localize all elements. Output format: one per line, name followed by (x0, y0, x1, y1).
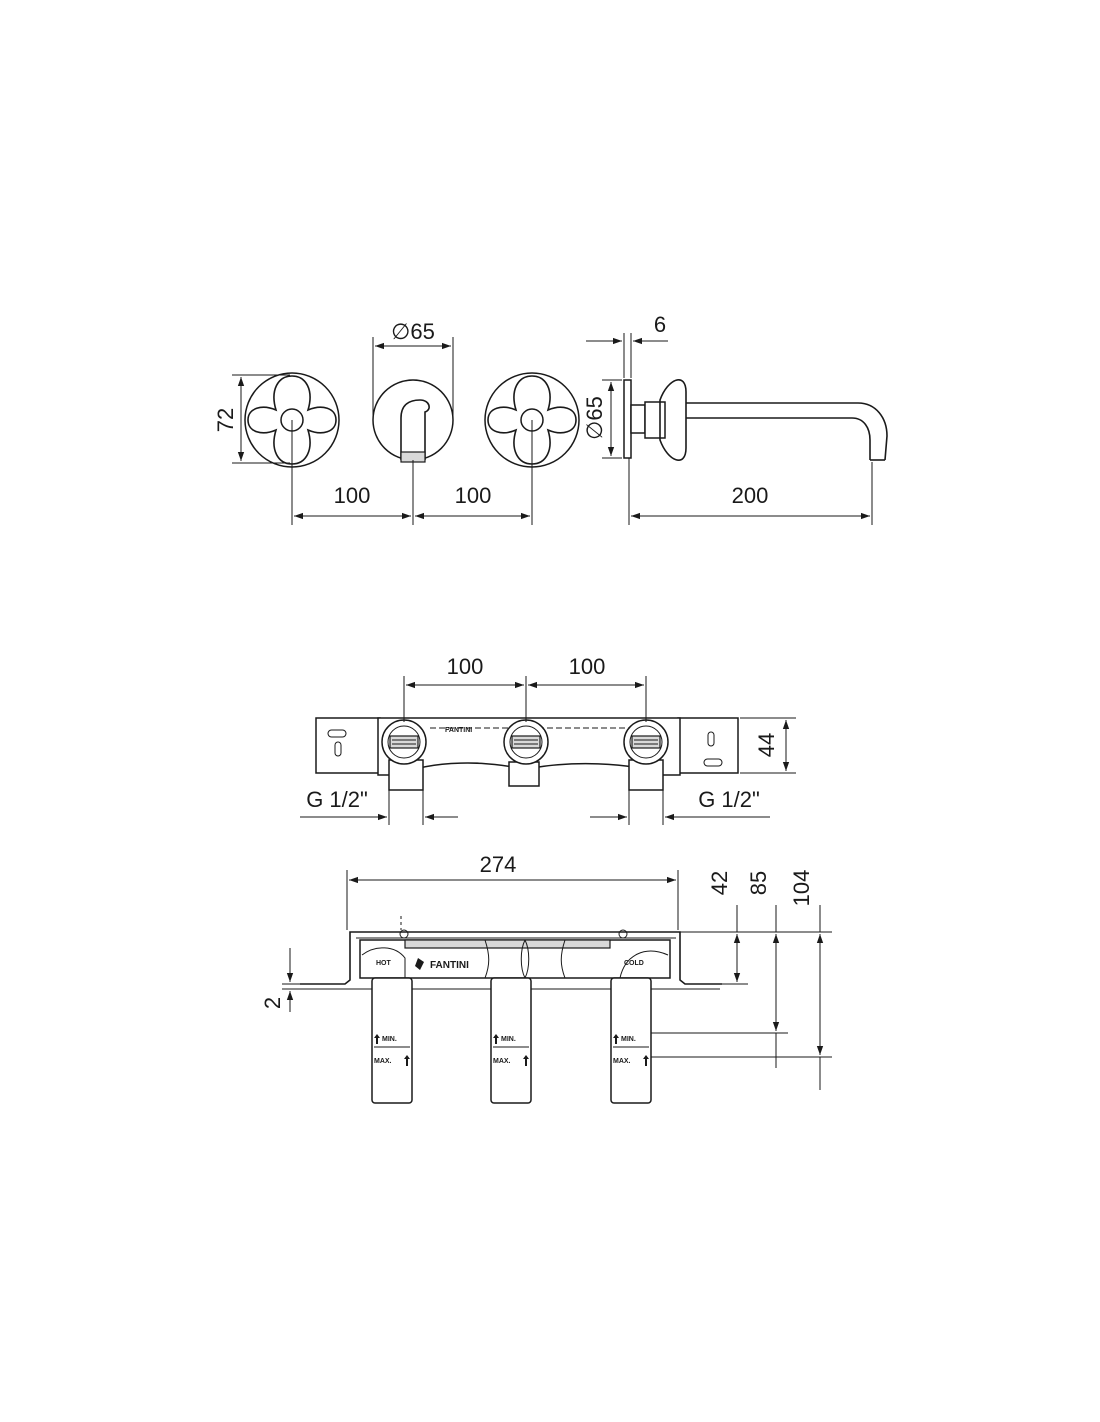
depth-104-dimension: 104 (789, 870, 814, 907)
arrow-up-icon (643, 1055, 649, 1066)
depth-85-dimension: 85 (746, 871, 771, 895)
arrow-up-icon (404, 1055, 410, 1066)
cold-label: COLD (624, 960, 644, 967)
spout-reach-dimension: 200 (732, 483, 769, 508)
body-width-dimension: 274 (480, 852, 517, 877)
cylinder-cold (610, 977, 652, 1104)
plate-thickness-dimension: 6 (654, 312, 666, 337)
min-max-hot: MIN. MAX. (374, 1034, 410, 1066)
arrow-up-icon (523, 1055, 529, 1066)
rail-brand-engraving: FANTINI (445, 727, 472, 734)
front-spacing-right: 100 (455, 483, 492, 508)
max-label-hot: MAX. (374, 1058, 392, 1065)
valve-right-top (623, 719, 669, 765)
spout-upper-edge (686, 402, 888, 461)
min-label-cold: MIN. (621, 1036, 636, 1043)
hot-label: HOT (376, 960, 392, 967)
arrow-up-icon (493, 1034, 499, 1044)
spout-rosette (372, 379, 454, 463)
front-spacing-left: 100 (334, 483, 371, 508)
arrow-up-icon (613, 1034, 619, 1044)
max-label-cold: MAX. (613, 1058, 631, 1065)
body-depth-dimension: 44 (754, 733, 779, 757)
min-max-cold: MIN. MAX. (613, 1034, 649, 1066)
min-max-center: MIN. MAX. (493, 1034, 529, 1066)
plate-gap-dimension: 2 (260, 997, 285, 1009)
mounting-plate (300, 931, 722, 985)
side-view: 6 ∅65 200 (582, 312, 888, 525)
body-spacing-left: 100 (447, 654, 484, 679)
body-spacing-right: 100 (569, 654, 606, 679)
spout-lower-edge (686, 417, 871, 460)
depth-42-dimension: 42 (707, 871, 732, 895)
cylinder-center (490, 977, 532, 1104)
thread-right-label: G 1/2" (698, 787, 760, 812)
arrow-up-icon (374, 1034, 380, 1044)
body-top-view: FANTINI 100 100 44 G 1/2" G 1/2" (300, 654, 796, 825)
cylinder-hot (371, 977, 413, 1104)
body-front-view: HOT COLD FANTINI MIN. MAX. MIN. MAX. MIN… (260, 852, 832, 1104)
min-label-center: MIN. (501, 1036, 516, 1043)
plate-diameter-dimension: ∅65 (582, 396, 607, 440)
left-bracket (315, 717, 381, 774)
thread-left-label: G 1/2" (306, 787, 368, 812)
front-diameter-dimension: ∅65 (391, 319, 435, 344)
wall-plate (623, 379, 632, 459)
max-label-center: MAX. (493, 1058, 511, 1065)
valve-center-top (503, 719, 549, 765)
min-label-hot: MIN. (382, 1036, 397, 1043)
front-view: 72 ∅65 100 100 (213, 319, 580, 525)
brand-label: FANTINI (430, 960, 469, 971)
front-height-dimension: 72 (213, 408, 238, 432)
brand-logo-icon (415, 958, 424, 970)
right-bracket (677, 717, 739, 774)
valve-left-top (381, 719, 427, 765)
